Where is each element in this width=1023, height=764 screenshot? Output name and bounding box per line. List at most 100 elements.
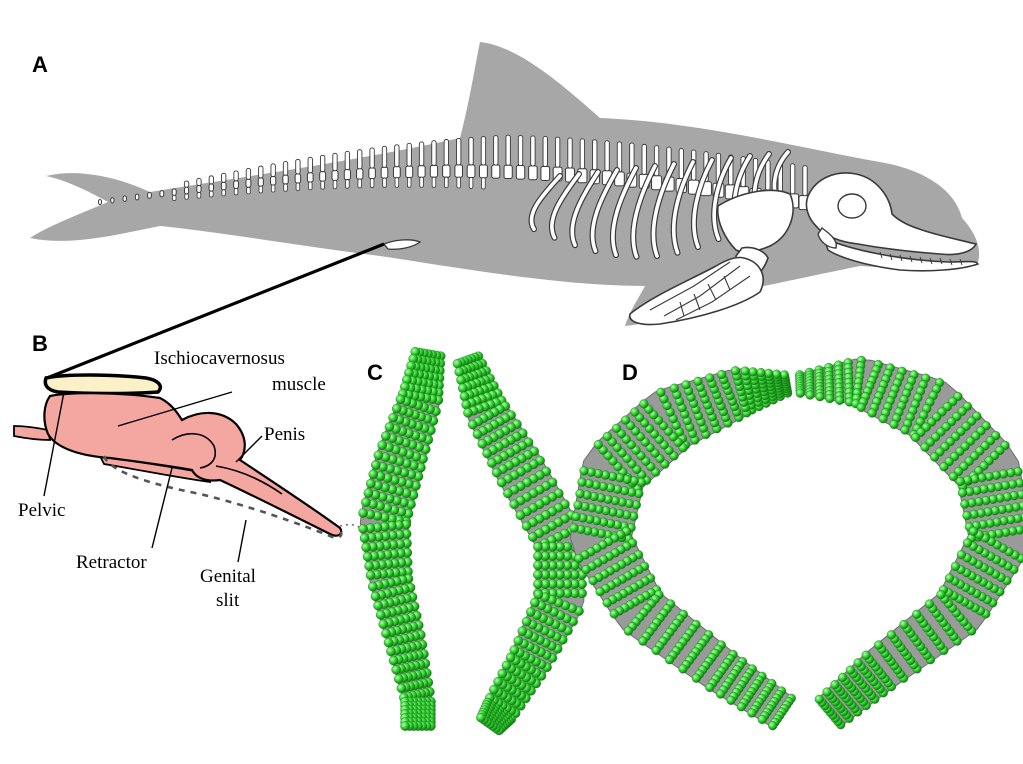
mesh-vertex <box>602 431 613 442</box>
mesh-vertex <box>588 575 598 586</box>
mesh-vertex <box>815 392 825 402</box>
mesh-vertex <box>691 673 702 683</box>
mesh-vertex <box>639 399 649 409</box>
mesh-vertex <box>533 541 543 552</box>
spinous-process <box>789 163 796 195</box>
mesh-vertex <box>489 684 499 695</box>
mesh-vertex <box>503 488 513 499</box>
vertebra <box>466 164 476 178</box>
flipper-phalanges <box>649 261 751 321</box>
spinous-process <box>418 141 425 167</box>
mesh-vertex <box>386 646 396 657</box>
rib-fill <box>529 174 562 231</box>
chevron-bone <box>270 184 276 193</box>
spinous-process <box>307 156 313 174</box>
mesh-vertex <box>900 425 910 435</box>
chevron-bone <box>295 182 301 191</box>
mesh-vertex <box>370 460 381 470</box>
panel-b-letter: B <box>32 331 48 356</box>
mesh-vertex <box>528 532 538 542</box>
panel-b: B Ischiocavernosus muscle Penis Pelvic R… <box>13 331 361 611</box>
mesh-vertex <box>825 393 835 404</box>
mesh-vertex <box>830 680 840 690</box>
chevron-bone <box>209 190 214 198</box>
panel-d: D <box>569 355 1023 731</box>
pelvic-mesh-pair-separate <box>358 346 587 736</box>
mesh-vertex <box>574 553 584 564</box>
mesh-vertex <box>805 390 815 400</box>
spinous-process <box>332 152 338 172</box>
mesh-vertex <box>505 652 516 663</box>
mesh-vertex <box>638 636 648 646</box>
spinous-process <box>530 135 536 167</box>
chevron-bone <box>308 181 313 191</box>
spinous-process <box>493 135 499 166</box>
mesh-vertex <box>956 550 967 560</box>
mesh-vertex <box>482 448 492 459</box>
spinous-process <box>802 165 808 197</box>
mesh-vertex <box>845 665 856 675</box>
mesh-vertex <box>359 533 370 543</box>
spinous-process <box>369 147 375 169</box>
mesh-vertex <box>664 655 675 665</box>
mesh-vertex <box>388 412 398 423</box>
vertebra <box>208 183 215 192</box>
mesh-vertex <box>874 640 884 650</box>
mesh-vertex <box>944 573 955 583</box>
mesh-vertex <box>396 683 407 694</box>
rib-fill <box>692 158 714 249</box>
mesh-vertex <box>521 521 532 531</box>
mesh-vertex <box>814 694 824 704</box>
mesh-vertex <box>889 419 899 430</box>
label-genital-slit: slit <box>216 590 240 611</box>
spinous-process <box>554 136 561 168</box>
vertebra <box>110 197 115 204</box>
retractor-muscle <box>13 425 52 441</box>
chevron-bone <box>258 185 263 194</box>
vertebra <box>528 165 538 181</box>
mesh-vertex <box>611 423 622 433</box>
mesh-vertex <box>960 499 970 509</box>
vertebra <box>159 190 165 198</box>
mesh-vertex <box>835 395 845 405</box>
spinous-process <box>344 150 351 171</box>
spinous-process <box>579 138 586 170</box>
mesh-vertex <box>476 712 486 723</box>
mesh-vertex <box>358 508 368 518</box>
chevron-bone <box>407 177 412 188</box>
mesh-vertex <box>395 394 406 405</box>
vertebra <box>417 165 426 178</box>
rib-fill <box>570 170 600 247</box>
panel-c: C <box>358 346 587 736</box>
vertebra <box>515 165 526 180</box>
mesh-vertex <box>463 407 473 418</box>
ischiocavernosus-muscle <box>43 392 343 537</box>
chevron-bone <box>456 176 461 189</box>
zoom-connector-line <box>46 242 385 380</box>
label-ischiocavernosus-muscle: muscle <box>272 374 326 395</box>
mesh-vertex <box>623 626 634 636</box>
vertebra <box>331 170 339 181</box>
penis-fold-line <box>171 433 216 469</box>
mesh-vertex <box>726 695 736 705</box>
spinous-process <box>765 159 771 191</box>
spinous-process <box>270 163 276 177</box>
pelvic-bone <box>43 373 163 396</box>
spinous-process <box>678 148 684 180</box>
spinous-process <box>443 139 449 166</box>
mesh-vertex <box>358 524 368 534</box>
skull-orbit <box>837 193 867 219</box>
mesh-vertex <box>365 478 376 489</box>
chevron-bone <box>320 180 325 190</box>
vertebra <box>503 164 513 180</box>
mesh-vertex <box>669 383 679 393</box>
chevron-bone <box>184 193 189 200</box>
mesh-vertex <box>383 637 394 648</box>
mesh-vertex <box>362 551 373 562</box>
mesh-vertex <box>400 721 410 731</box>
spinous-process <box>517 135 524 166</box>
mesh-vertex <box>521 616 532 627</box>
chevron-bone <box>283 183 288 192</box>
mesh-vertex <box>630 407 640 417</box>
mesh-vertex <box>391 665 402 675</box>
